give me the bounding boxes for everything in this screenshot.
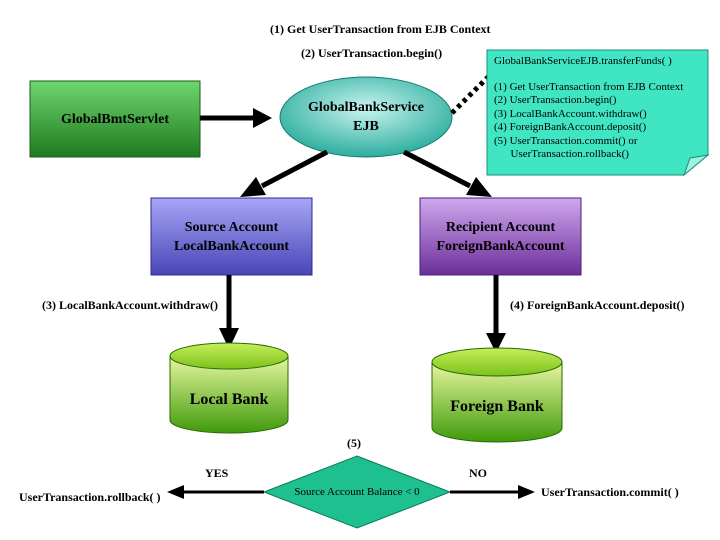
local-bank-cylinder (169, 342, 289, 434)
source-account-box (150, 197, 313, 276)
commit-label: UserTransaction.commit( ) (541, 485, 679, 499)
decision-diamond (262, 455, 452, 529)
note-line-4: (4) ForeignBankAccount.deposit() (494, 121, 647, 133)
ejb-ellipse (279, 76, 453, 158)
servlet-label: GlobalBmtServlet (60, 111, 170, 127)
note-title: GlobalBankServiceEJB.transferFunds( ) (494, 55, 672, 67)
arrow-source-to-local-bank (219, 275, 239, 349)
servlet-label-wrap: GlobalBmtServlet (30, 81, 200, 157)
recipient-account-line2: ForeignBankAccount (436, 238, 565, 254)
ejb-label-wrap: GlobalBankService EJB (280, 90, 452, 144)
note-text: GlobalBankServiceEJB.transferFunds( ) (1… (494, 55, 706, 162)
step3-label: (3) LocalBankAccount.withdraw() (42, 298, 218, 312)
decision-label-wrap: Source Account Balance < 0 (270, 482, 444, 502)
arrow-to-rollback (167, 485, 264, 499)
step2-label: (2) UserTransaction.begin() (301, 46, 443, 60)
note-connector (450, 74, 491, 115)
local-bank-label-wrap: Local Bank (170, 385, 288, 413)
decision-label: Source Account Balance < 0 (294, 485, 420, 498)
note-line-2: (2) UserTransaction.begin() (494, 94, 617, 106)
local-bank-label: Local Bank (189, 390, 269, 408)
note-fold (682, 154, 710, 177)
note-line-1: (1) Get UserTransaction from EJB Context (494, 80, 684, 93)
servlet-box (29, 80, 201, 158)
step5-label: (5) (347, 436, 361, 450)
note-line-3: (3) LocalBankAccount.withdraw() (494, 107, 647, 120)
foreign-bank-cylinder (431, 347, 563, 443)
recipient-account-box (419, 197, 582, 276)
foreign-bank-label-wrap: Foreign Bank (432, 392, 562, 420)
arrow-ejb-to-recipient (402, 149, 492, 197)
arrow-to-commit (450, 485, 535, 499)
yes-label: YES (205, 466, 229, 480)
note-line-5: (5) UserTransaction.commit() or (494, 134, 638, 147)
step1-label: (1) Get UserTransaction from EJB Context (270, 22, 491, 36)
step4-label: (4) ForeignBankAccount.deposit() (510, 298, 685, 312)
source-account-line1: Source Account (184, 219, 279, 235)
arrow-recipient-to-foreign-bank (486, 275, 506, 353)
recipient-account-line1: Recipient Account (445, 219, 556, 235)
foreign-bank-label: Foreign Bank (450, 397, 544, 415)
no-label: NO (469, 466, 487, 480)
arrow-servlet-to-ejb (200, 108, 272, 128)
note-line-6: UserTransaction.rollback() (494, 148, 629, 160)
recipient-account-label-wrap: Recipient Account ForeignBankAccount (420, 198, 581, 275)
source-account-line2: LocalBankAccount (173, 238, 290, 254)
rollback-label: UserTransaction.rollback( ) (19, 490, 161, 504)
arrow-ejb-to-source (240, 149, 329, 197)
ejb-label-line2: EJB (353, 119, 379, 134)
source-account-label-wrap: Source Account LocalBankAccount (151, 198, 312, 275)
ejb-label-line1: GlobalBankService (308, 100, 424, 115)
